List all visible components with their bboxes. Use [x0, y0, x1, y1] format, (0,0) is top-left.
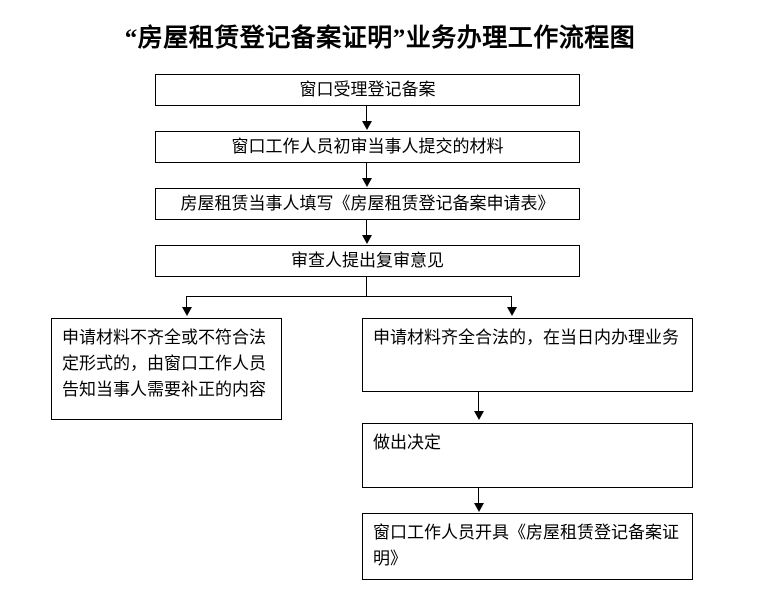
flow-node-label: 窗口工作人员初审当事人提交的材料 [231, 137, 504, 156]
connector-n1-n2-arrow [362, 121, 372, 130]
page-title: “房屋租赁登记备案证明”业务办理工作流程图 [124, 25, 636, 52]
connector-n7-n8-line [478, 488, 479, 505]
flow-node-reviewer-opinion[interactable]: 审查人提出复审意见 [155, 245, 580, 277]
connector-n3-n4-line [366, 220, 367, 237]
flow-node-initial-review[interactable]: 窗口工作人员初审当事人提交的材料 [155, 131, 580, 163]
flow-node-complete-materials[interactable]: 申请材料齐全合法的，在当日内办理业务 [362, 318, 693, 392]
branch-left-line [186, 296, 187, 309]
flow-node-label: 窗口工作人员开具《房屋租赁登记备案证明》 [373, 523, 679, 568]
flow-node-incomplete-materials[interactable]: 申请材料不齐全或不符合法定形式的，由窗口工作人员告知当事人需要补正的内容 [51, 318, 282, 420]
branch-right-arrow [507, 307, 517, 316]
flow-node-label: 做出决定 [373, 433, 441, 452]
flow-node-label: 申请材料不齐全或不符合法定形式的，由窗口工作人员告知当事人需要补正的内容 [62, 328, 266, 399]
connector-n3-n4-arrow [362, 235, 372, 244]
connector-n7-n8-arrow [474, 503, 484, 512]
connector-n2-n3-line [366, 163, 367, 180]
connector-n6-n7-line [478, 392, 479, 413]
branch-left-arrow [182, 307, 192, 316]
branch-horizontal-line [186, 296, 512, 297]
connector-n1-n2-line [366, 106, 367, 123]
branch-stem-line [366, 277, 367, 297]
flow-node-issue-certificate[interactable]: 窗口工作人员开具《房屋租赁登记备案证明》 [362, 513, 693, 580]
flow-node-make-decision[interactable]: 做出决定 [362, 423, 693, 488]
connector-n6-n7-arrow [474, 411, 484, 420]
flow-node-label: 房屋租赁当事人填写《房屋租赁登记备案申请表》 [180, 194, 555, 213]
flow-node-label: 审查人提出复审意见 [291, 251, 444, 270]
flow-node-label: 窗口受理登记备案 [299, 80, 436, 99]
branch-right-line [511, 296, 512, 309]
flow-node-fill-application-form[interactable]: 房屋租赁当事人填写《房屋租赁登记备案申请表》 [155, 188, 580, 220]
connector-n2-n3-arrow [362, 178, 372, 187]
flow-node-window-accept[interactable]: 窗口受理登记备案 [155, 74, 580, 106]
flow-node-label: 申请材料齐全合法的，在当日内办理业务 [373, 328, 679, 347]
